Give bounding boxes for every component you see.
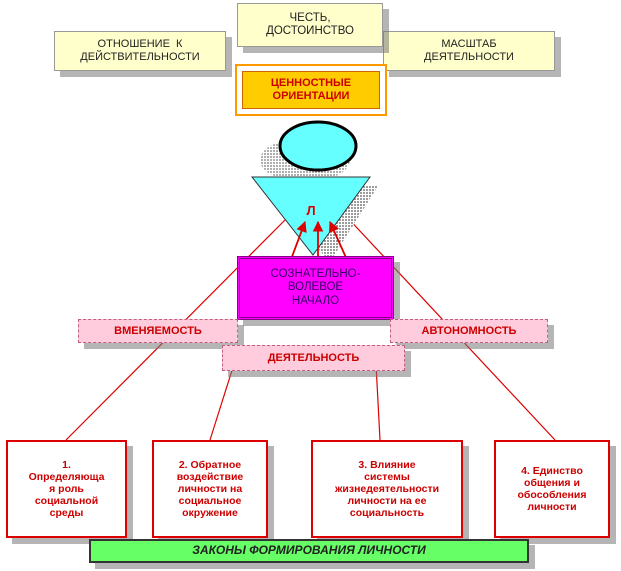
label-openness: ВМЕНЯЕМОСТЬ (78, 319, 238, 343)
label-autonomy: АВТОНОМНОСТЬ (390, 319, 548, 343)
law-box-4: 4. Единство общения и обособления личнос… (494, 440, 610, 538)
label-activity: ДЕЯТЕЛЬНОСТЬ (222, 345, 405, 371)
box-conscious-will: СОЗНАТЕЛЬНО- ВОЛЕВОЕ НАЧАЛО (237, 256, 394, 320)
law-box-1: 1. Определяюща я роль социальной среды (6, 440, 127, 538)
box-scale: МАСШТАБ ДЕЯТЕЛЬНОСТИ (383, 31, 555, 71)
arrow-3 (329, 221, 349, 263)
laws-title-bar: ЗАКОНЫ ФОРМИРОВАНИЯ ЛИЧНОСТИ (89, 539, 529, 563)
box-values: ЦЕННОСТНЫЕ ОРИЕНТАЦИИ (235, 64, 387, 116)
funnel-triangle (250, 176, 371, 256)
box-honor: ЧЕСТЬ, ДОСТОИНСТВО (237, 3, 383, 47)
law-box-3: 3. Влияние системы жизнедеятельности лич… (311, 440, 463, 538)
arrow-1 (289, 220, 307, 263)
box-attitude: ОТНОШЕНИЕ К ДЕЙСТВИТЕЛЬНОСТИ (54, 31, 226, 71)
funnel-letter: Л (306, 202, 316, 218)
head-oval (278, 120, 358, 172)
law-box-2: 2. Обратное воздействие личности на соци… (152, 440, 268, 538)
box-values-inner: ЦЕННОСТНЫЕ ОРИЕНТАЦИИ (242, 71, 380, 109)
